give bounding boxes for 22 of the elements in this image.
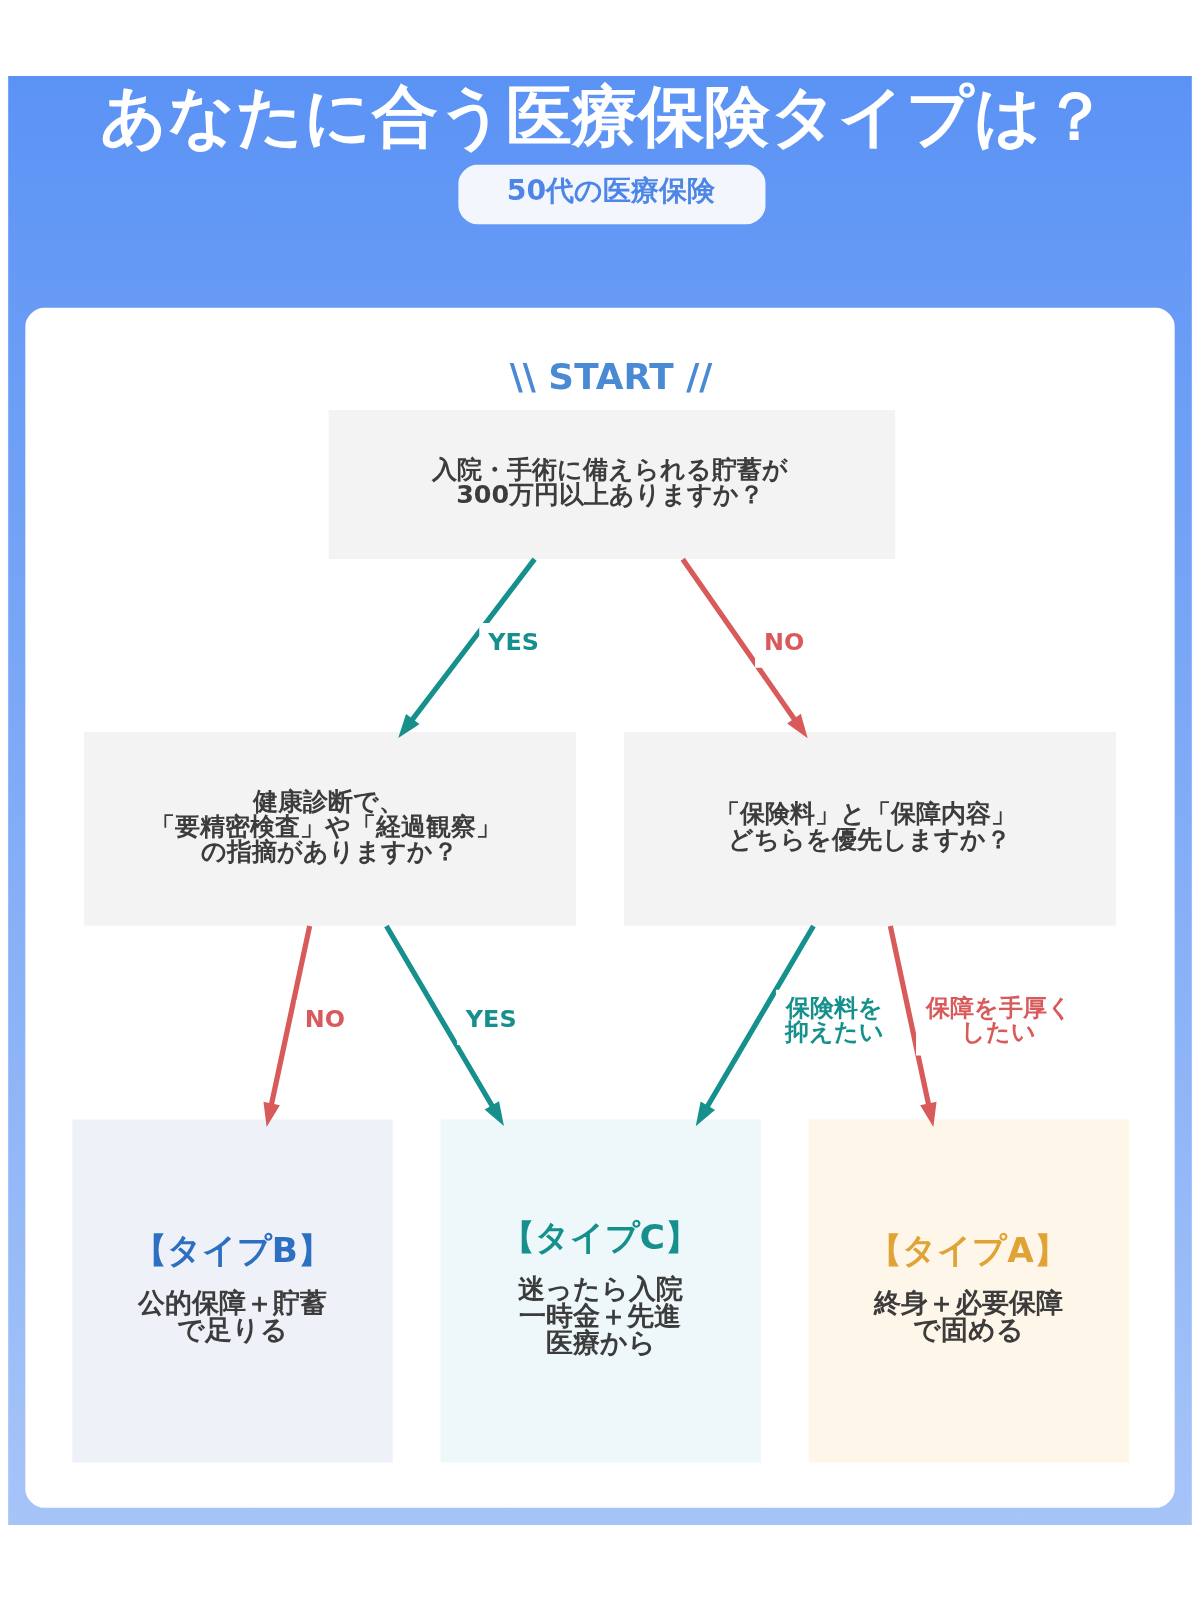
- arrow: [680, 557, 808, 738]
- node-box: 【タイプC】 迷ったら入院一時金＋先進医療から: [440, 1119, 761, 1462]
- edge-label: YES: [465, 1004, 517, 1033]
- node-box: 入院・手術に備えられる貯蓄が300万円以上ありますか？: [328, 409, 896, 559]
- node-label: \\ START //: [509, 355, 713, 397]
- arrow: [887, 924, 937, 1127]
- diagram-title: あなたに合う医療保険タイプは？: [99, 77, 1108, 154]
- edge-label: YES: [488, 627, 539, 656]
- arrow: [384, 924, 504, 1126]
- arrow: [263, 924, 313, 1127]
- cluster: [25, 307, 1175, 1508]
- edge-label: 保障を手厚くしたい: [925, 993, 1072, 1046]
- arrow: [695, 924, 816, 1126]
- node-box: 「保険料」と「保障内容」どちらを優先しますか？: [623, 731, 1116, 926]
- node-box: 健康診断で、「要精密検査」や「経過観察」の指摘がありますか？: [84, 731, 577, 926]
- node-box: 【タイプA】 終身＋必要保障で固める: [808, 1119, 1130, 1462]
- edge-label: NO: [304, 1004, 346, 1033]
- arrow: [398, 557, 537, 738]
- edge-label: 保険料を抑えたい: [784, 993, 884, 1046]
- node-box: 【タイプB】 公的保障＋貯蓄で足りる: [72, 1119, 393, 1462]
- node-box: 50代の医療保険: [458, 164, 766, 224]
- edge-label: NO: [763, 627, 805, 656]
